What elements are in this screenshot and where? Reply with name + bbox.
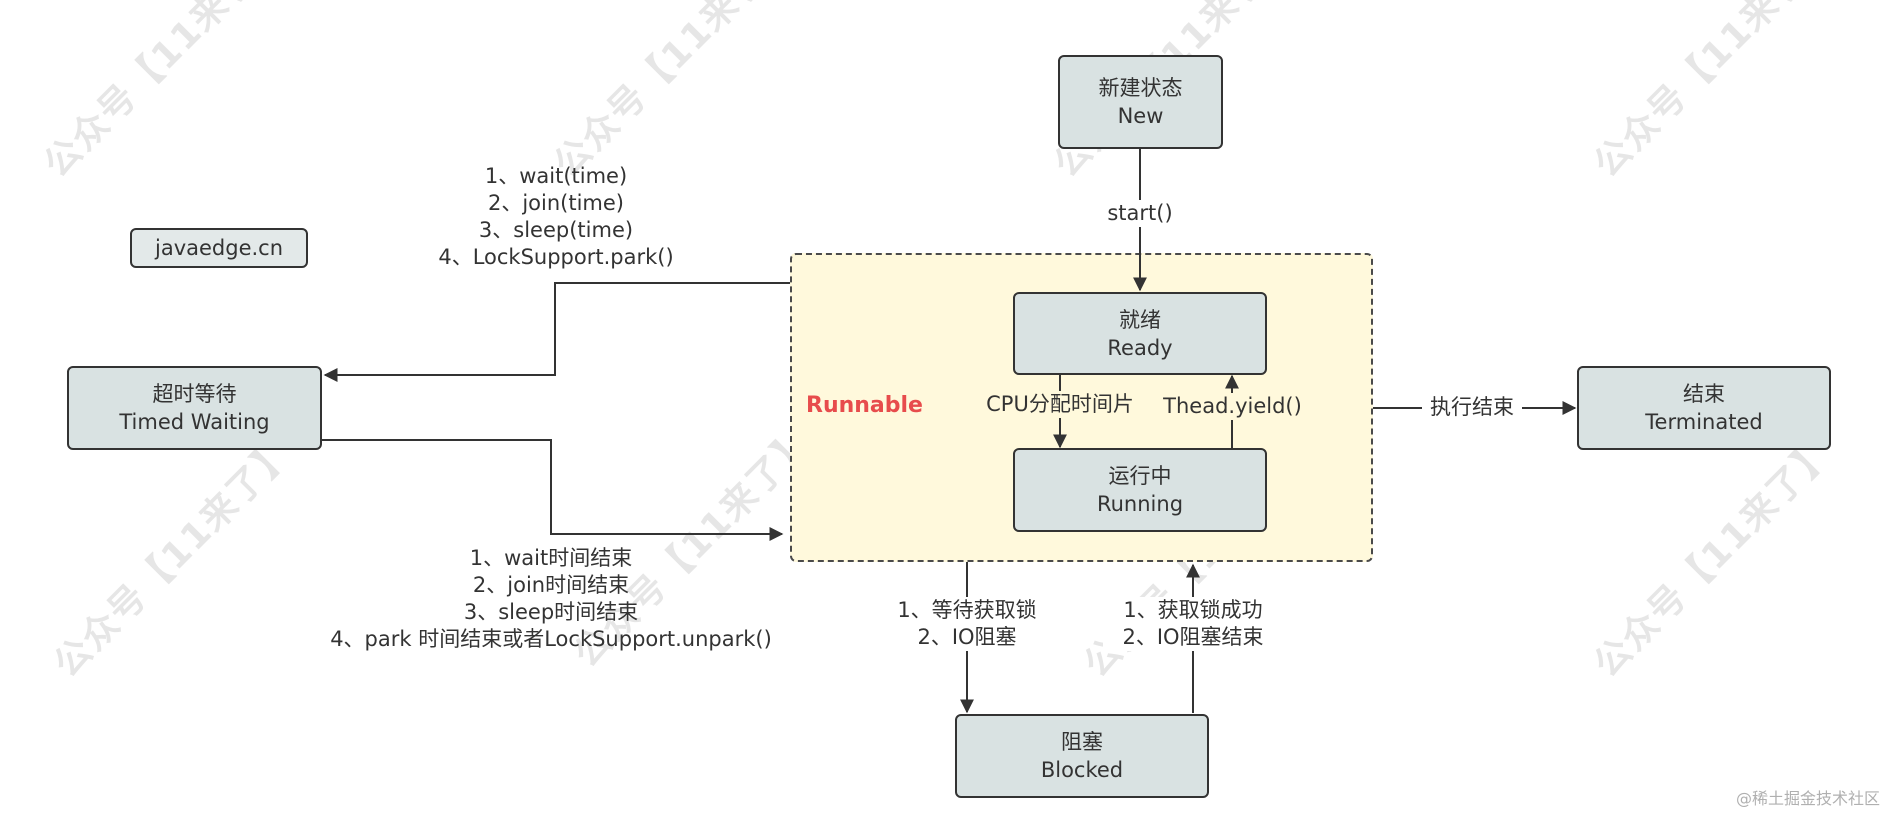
label-from-timed-line: 1、wait时间结束	[469, 546, 633, 570]
state-terminated: 结束 Terminated	[1577, 366, 1831, 450]
state-ready-en: Ready	[1107, 335, 1173, 360]
state-running-zh: 运行中	[1108, 464, 1172, 488]
state-running: 运行中 Running	[1013, 448, 1267, 532]
label-from-timed: 1、wait时间结束 2、join时间结束 3、sleep时间结束 4、park…	[301, 545, 801, 653]
label-finish: 执行结束	[1422, 394, 1522, 421]
label-from-timed-line: 4、park 时间结束或者LockSupport.unpark()	[330, 627, 772, 651]
arrow-timed-to-runnable	[322, 439, 784, 541]
label-finish-text: 执行结束	[1422, 394, 1522, 421]
label-to-blocked-line: 1、等待获取锁	[887, 597, 1047, 624]
label-to-timed-line: 3、sleep(time)	[478, 218, 634, 242]
label-yield-text: Thead.yield()	[1160, 393, 1305, 420]
label-from-blocked-line: 1、获取锁成功	[1103, 597, 1283, 624]
state-terminated-zh: 结束	[1683, 382, 1725, 406]
state-new: 新建状态 New	[1058, 55, 1223, 149]
state-running-en: Running	[1096, 492, 1184, 516]
state-blocked-en: Blocked	[1040, 758, 1124, 782]
site-tag: javaedge.cn	[130, 228, 308, 268]
label-cpu-slice-text: CPU分配时间片	[976, 391, 1144, 418]
label-from-blocked-line: 2、IO阻塞结束	[1103, 624, 1283, 651]
state-terminated-en: Terminated	[1645, 410, 1763, 434]
label-to-timed-line: 4、LockSupport.park()	[438, 245, 674, 269]
state-new-en: New	[1117, 104, 1164, 128]
label-from-timed-line: 3、sleep时间结束	[463, 600, 639, 624]
label-to-timed-line: 1、wait(time)	[484, 164, 628, 188]
state-timed-en: Timed Waiting	[119, 410, 270, 434]
label-to-timed-line: 2、join(time)	[487, 191, 625, 215]
state-blocked: 阻塞 Blocked	[955, 714, 1209, 798]
label-yield: Thead.yield()	[1160, 393, 1305, 420]
state-timed-waiting: 超时等待 Timed Waiting	[67, 366, 322, 450]
state-timed-zh: 超时等待	[152, 382, 237, 406]
footer-credit: @稀土掘金技术社区	[1735, 789, 1880, 808]
state-ready: 就绪 Ready	[1013, 292, 1267, 375]
state-blocked-zh: 阻塞	[1061, 730, 1103, 754]
label-from-timed-line: 2、join时间结束	[472, 573, 630, 597]
label-from-blocked: 1、获取锁成功 2、IO阻塞结束	[1103, 597, 1283, 651]
label-to-timed: 1、wait(time) 2、join(time) 3、sleep(time) …	[406, 163, 706, 271]
state-ready-zh: 就绪	[1119, 307, 1161, 332]
label-start: start()	[1100, 200, 1180, 227]
label-to-blocked: 1、等待获取锁 2、IO阻塞	[887, 597, 1047, 651]
label-to-blocked-line: 2、IO阻塞	[887, 624, 1047, 651]
label-cpu-slice: CPU分配时间片	[976, 391, 1144, 418]
arrow-runnable-to-timed	[323, 282, 790, 382]
label-start-text: start()	[1100, 200, 1180, 227]
runnable-label: Runnable	[806, 393, 923, 418]
state-new-zh: 新建状态	[1098, 76, 1183, 100]
